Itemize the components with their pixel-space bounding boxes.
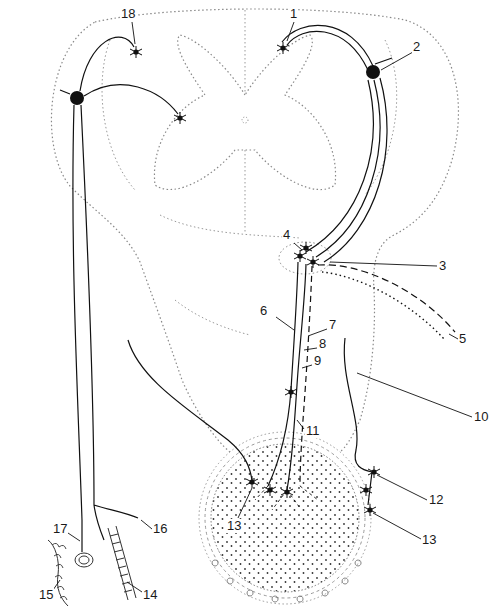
cord-outline (51, 9, 458, 452)
efferent-dotted (322, 272, 445, 340)
spinal-ganglion (70, 91, 84, 105)
organ-body (211, 444, 359, 592)
hair-follicle (75, 553, 93, 567)
callout-number: 1 (289, 7, 298, 21)
nerve-fibre (306, 78, 387, 262)
spinal-ganglion (366, 65, 380, 79)
organ-cells (212, 560, 361, 602)
organ-rings (205, 438, 365, 598)
peripheral-fibre (73, 105, 138, 552)
inner-outline (102, 40, 397, 335)
callout-number: 18 (120, 7, 136, 21)
callout-number: 5 (458, 332, 467, 346)
lateral-fibre (344, 338, 372, 505)
nerve-fibre (282, 25, 392, 70)
median-fissure (245, 10, 246, 232)
efferent-dashed (318, 265, 455, 332)
callout-number: 12 (428, 493, 444, 507)
callout-number: 10 (473, 410, 489, 424)
central-canal (242, 117, 248, 123)
skin-section (48, 526, 136, 606)
callout-number: 3 (438, 259, 447, 273)
nerve-fibre (255, 486, 318, 510)
callout-number: 6 (259, 304, 268, 318)
callout-number: 4 (282, 228, 291, 242)
callout-number: 13 (226, 519, 242, 533)
organ-rings (199, 432, 371, 604)
callout-number: 2 (412, 40, 421, 54)
lateral-fibre (128, 340, 252, 480)
callout-number: 16 (152, 522, 168, 536)
callout-number: 9 (313, 354, 322, 368)
callout-number: 8 (318, 337, 327, 351)
callout-number: 14 (142, 588, 158, 602)
leader-line (53, 22, 472, 592)
nerve-fibre (60, 37, 178, 114)
nucleus-outline (279, 242, 331, 274)
descending-fibre (268, 262, 306, 490)
callout-number: 13 (421, 533, 437, 547)
callout-number: 17 (52, 522, 68, 536)
callout-number: 11 (305, 424, 321, 438)
callout-number: 7 (328, 318, 337, 332)
hair-follicle (79, 556, 89, 564)
descending-dashed (300, 266, 312, 486)
callout-number: 15 (38, 588, 54, 602)
